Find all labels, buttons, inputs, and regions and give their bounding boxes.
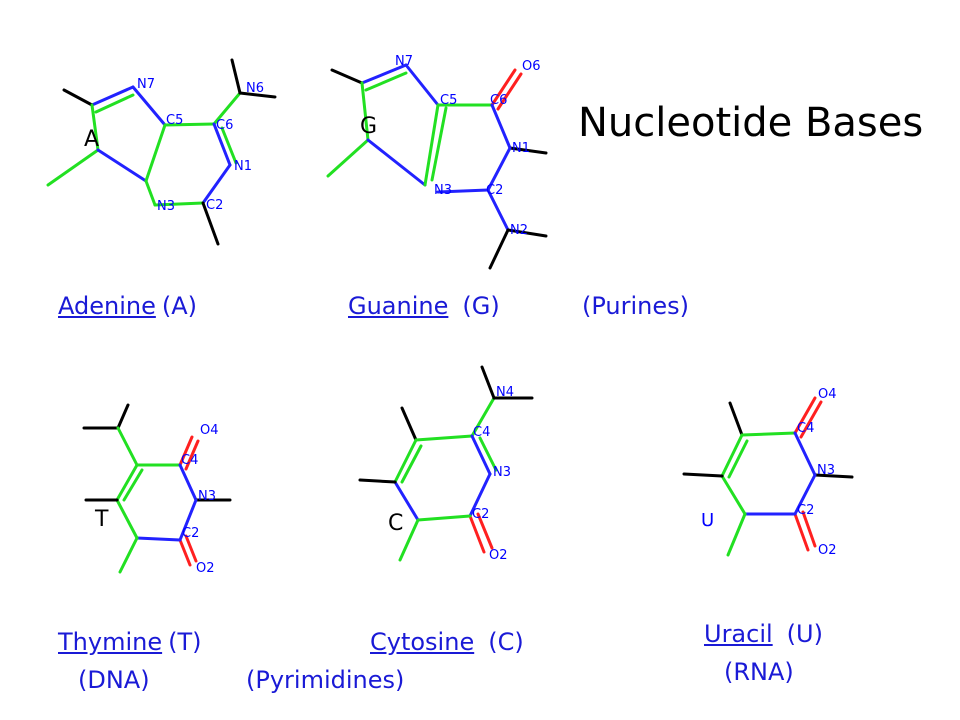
cytosine-abbr: (C)	[488, 628, 524, 656]
atom-n3-label: N3	[434, 183, 452, 198]
dna-label: (DNA)	[78, 666, 150, 694]
guanine-caption: Guanine (G)	[348, 292, 500, 320]
guanine-link[interactable]: Guanine	[348, 292, 449, 320]
atom-c2-label: C2	[472, 507, 489, 522]
guanine-letter: G	[360, 114, 377, 139]
adenine-caption: Adenine(A)	[58, 292, 197, 320]
atom-n3-label: N3	[817, 463, 835, 478]
thymine-letter: T	[94, 507, 109, 532]
atom-c4-label: C4	[797, 421, 814, 436]
atom-c2-label: C2	[206, 198, 223, 213]
slide-title: Nucleotide Bases	[578, 100, 924, 146]
pyrimidines-label: (Pyrimidines)	[246, 666, 405, 694]
purines-label: (Purines)	[582, 292, 690, 320]
atom-o6-label: O6	[522, 59, 541, 74]
atom-n4-label: N4	[496, 385, 514, 400]
atom-n7-label: N7	[395, 54, 413, 69]
atom-n3-label: N3	[198, 489, 216, 504]
uracil-caption: Uracil (U)	[704, 620, 823, 648]
atom-c2-label: C2	[182, 526, 199, 541]
thymine-abbr: (T)	[168, 628, 202, 656]
atom-n3-label: N3	[157, 199, 175, 214]
atom-c6-label: C6	[490, 93, 507, 108]
atom-n2-label: N2	[510, 223, 528, 238]
uracil-abbr: (U)	[786, 620, 823, 648]
atom-o2-label: O2	[818, 543, 837, 558]
atom-n1-label: N1	[234, 159, 252, 174]
uracil-letter: U	[701, 510, 714, 531]
atom-n1-label: N1	[512, 141, 530, 156]
atom-n7-label: N7	[137, 77, 155, 92]
cytosine-caption: Cytosine (C)	[370, 628, 524, 656]
thymine-link[interactable]: Thymine	[58, 628, 163, 656]
atom-c2-label: C2	[797, 503, 814, 518]
atom-o2-label: O2	[196, 561, 215, 576]
atom-c5-label: C5	[166, 113, 183, 128]
atom-c6-label: C6	[216, 118, 233, 133]
atom-c2-label: C2	[486, 183, 503, 198]
atom-c5-label: C5	[440, 93, 457, 108]
atom-o2-label: O2	[489, 548, 508, 563]
guanine-abbr: (G)	[462, 292, 500, 320]
atom-c4-label: C4	[473, 425, 490, 440]
thymine-caption: Thymine(T)	[58, 628, 202, 656]
atom-o4-label: O4	[818, 387, 837, 402]
adenine-link[interactable]: Adenine	[58, 292, 156, 320]
atom-n6-label: N6	[246, 81, 264, 96]
cytosine-letter: C	[388, 511, 403, 536]
rna-label: (RNA)	[724, 658, 794, 686]
atom-n3-label: N3	[493, 465, 511, 480]
uracil-link[interactable]: Uracil	[704, 620, 773, 648]
atom-c4-label: C4	[181, 453, 198, 468]
atom-o4-label: O4	[200, 423, 219, 438]
adenine-letter: A	[84, 127, 99, 152]
cytosine-link[interactable]: Cytosine	[370, 628, 475, 656]
adenine-abbr: (A)	[161, 292, 198, 320]
